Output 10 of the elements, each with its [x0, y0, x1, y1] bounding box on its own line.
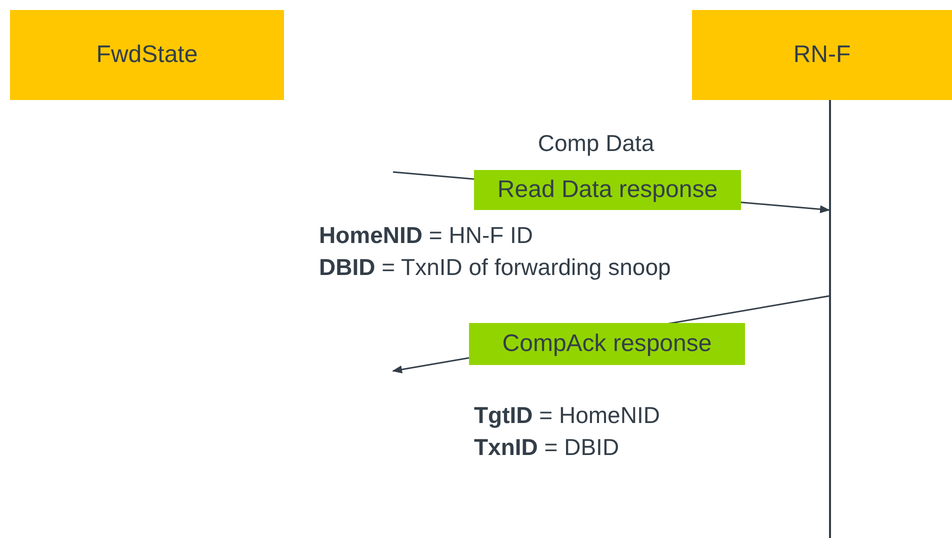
participant-box: FwdState	[10, 10, 284, 100]
field-assignment-text: DBID = TxnID of forwarding snoop	[319, 254, 671, 281]
message-label-box: CompAck response	[469, 323, 745, 365]
lifeline	[829, 100, 831, 538]
field-assignment-text: HomeNID = HN-F ID	[319, 222, 534, 249]
field-assignment-text: TxnID = DBID	[474, 434, 620, 461]
edge-label: Comp Data	[536, 130, 656, 157]
field-assignment-text: TgtID = HomeNID	[474, 402, 660, 429]
participant-box: RN-F	[692, 10, 952, 100]
message-label-box: Read Data response	[474, 170, 741, 210]
